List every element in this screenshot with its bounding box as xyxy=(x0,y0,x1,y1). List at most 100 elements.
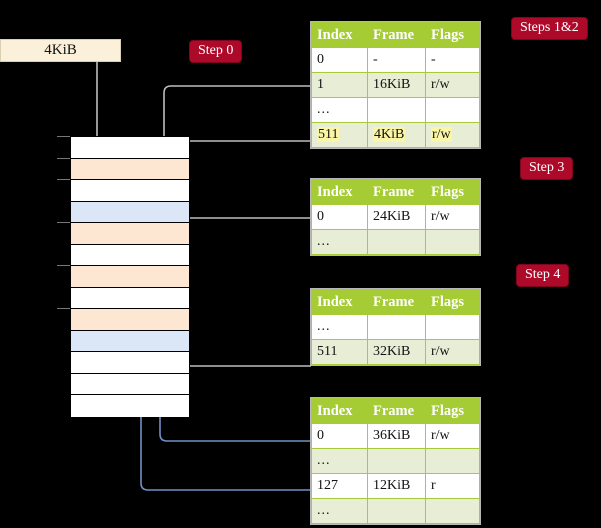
table-cell: r/w xyxy=(425,72,480,98)
table-cell: - xyxy=(367,47,426,73)
memory-row-tick xyxy=(57,265,70,267)
highlighted-value: 511 xyxy=(317,127,340,142)
column-header: Frame xyxy=(367,289,426,315)
highlighted-value: 4KiB xyxy=(373,127,406,142)
table-cell xyxy=(367,498,426,524)
column-header: Flags xyxy=(425,179,480,205)
table-cell: ... xyxy=(311,314,368,340)
table-cell: 16KiB xyxy=(367,72,426,98)
table-row: ... xyxy=(311,229,480,255)
table-cell: 0 xyxy=(311,47,368,73)
table-cell xyxy=(367,314,426,340)
table-row: ... xyxy=(311,448,480,474)
table-cell: 511 xyxy=(311,122,368,148)
step-badge-steps-1-2: Steps 1&2 xyxy=(512,18,587,39)
column-header: Frame xyxy=(367,22,426,48)
table-cell xyxy=(367,229,426,255)
physical-memory-column xyxy=(70,136,190,417)
column-header: Frame xyxy=(367,179,426,205)
memory-frame-row xyxy=(71,373,189,396)
table-cell: ... xyxy=(311,97,368,123)
step-badge-step-3: Step 3 xyxy=(521,158,573,179)
memory-frame-row xyxy=(71,395,189,417)
column-header: Flags xyxy=(425,398,480,424)
table-cell: 4KiB xyxy=(367,122,426,148)
table-cell xyxy=(425,314,480,340)
table-cell xyxy=(425,97,480,123)
memory-row-tick xyxy=(57,136,70,137)
table-cell xyxy=(425,498,480,524)
column-header: Flags xyxy=(425,22,480,48)
table-cell: 1 xyxy=(311,72,368,98)
column-header: Flags xyxy=(425,289,480,315)
memory-frame-row xyxy=(71,137,189,159)
memory-frame-row xyxy=(71,244,189,267)
highlighted-value: r/w xyxy=(431,127,452,142)
column-header: Index xyxy=(311,289,368,315)
memory-row-tick xyxy=(57,222,70,224)
table-cell: ... xyxy=(311,229,368,255)
step-badge-step-4: Step 4 xyxy=(517,265,569,286)
wire-step4 xyxy=(175,313,311,367)
table-cell: r xyxy=(425,473,480,499)
memory-frame-row xyxy=(71,352,189,374)
table-cell xyxy=(367,97,426,123)
table-row: ... xyxy=(311,498,480,524)
table-row: 511 4KiB r/w xyxy=(311,122,480,148)
table-cell: ... xyxy=(311,448,368,474)
table-cell: r/w xyxy=(425,122,480,148)
table-cell: 12KiB xyxy=(367,473,426,499)
memory-frame-row xyxy=(71,180,189,202)
memory-row-tick xyxy=(57,157,70,159)
memory-frame-row xyxy=(71,201,189,224)
memory-frame-row xyxy=(71,330,189,353)
memory-frame-row xyxy=(71,223,189,245)
wire-step3 xyxy=(180,217,311,259)
table-row: ... xyxy=(311,314,480,340)
column-header: Index xyxy=(311,22,368,48)
table-cell: r/w xyxy=(425,339,480,365)
memory-frame-row xyxy=(71,158,189,181)
table-cell: - xyxy=(425,47,480,73)
table-cell: 32KiB xyxy=(367,339,426,365)
column-header: Frame xyxy=(367,398,426,424)
table-cell: 511 xyxy=(311,339,368,365)
table-row: ... xyxy=(311,97,480,123)
table-cell: r/w xyxy=(425,423,480,449)
table-cell xyxy=(367,448,426,474)
memory-frame-row xyxy=(71,287,189,310)
table-cell xyxy=(425,448,480,474)
table-cell: 0 xyxy=(311,423,368,449)
table-cell: r/w xyxy=(425,204,480,230)
table-cell: 127 xyxy=(311,473,368,499)
step-badge-step-0: Step 0 xyxy=(190,41,242,62)
source-frame-label: 4KiB xyxy=(44,42,77,58)
memory-frame-row xyxy=(71,309,189,331)
source-frame-box: 4KiB xyxy=(0,39,121,62)
wire-steps12b xyxy=(180,140,311,159)
table-cell: ... xyxy=(311,498,368,524)
memory-frame-row xyxy=(71,266,189,288)
table-cell: 36KiB xyxy=(367,423,426,449)
table-cell xyxy=(425,229,480,255)
table-cell: 0 xyxy=(311,204,368,230)
column-header: Index xyxy=(311,398,368,424)
column-header: Index xyxy=(311,179,368,205)
memory-row-tick xyxy=(57,308,70,310)
table-row: 0-- xyxy=(311,47,480,73)
table-cell: 24KiB xyxy=(367,204,426,230)
memory-row-tick xyxy=(57,179,70,181)
